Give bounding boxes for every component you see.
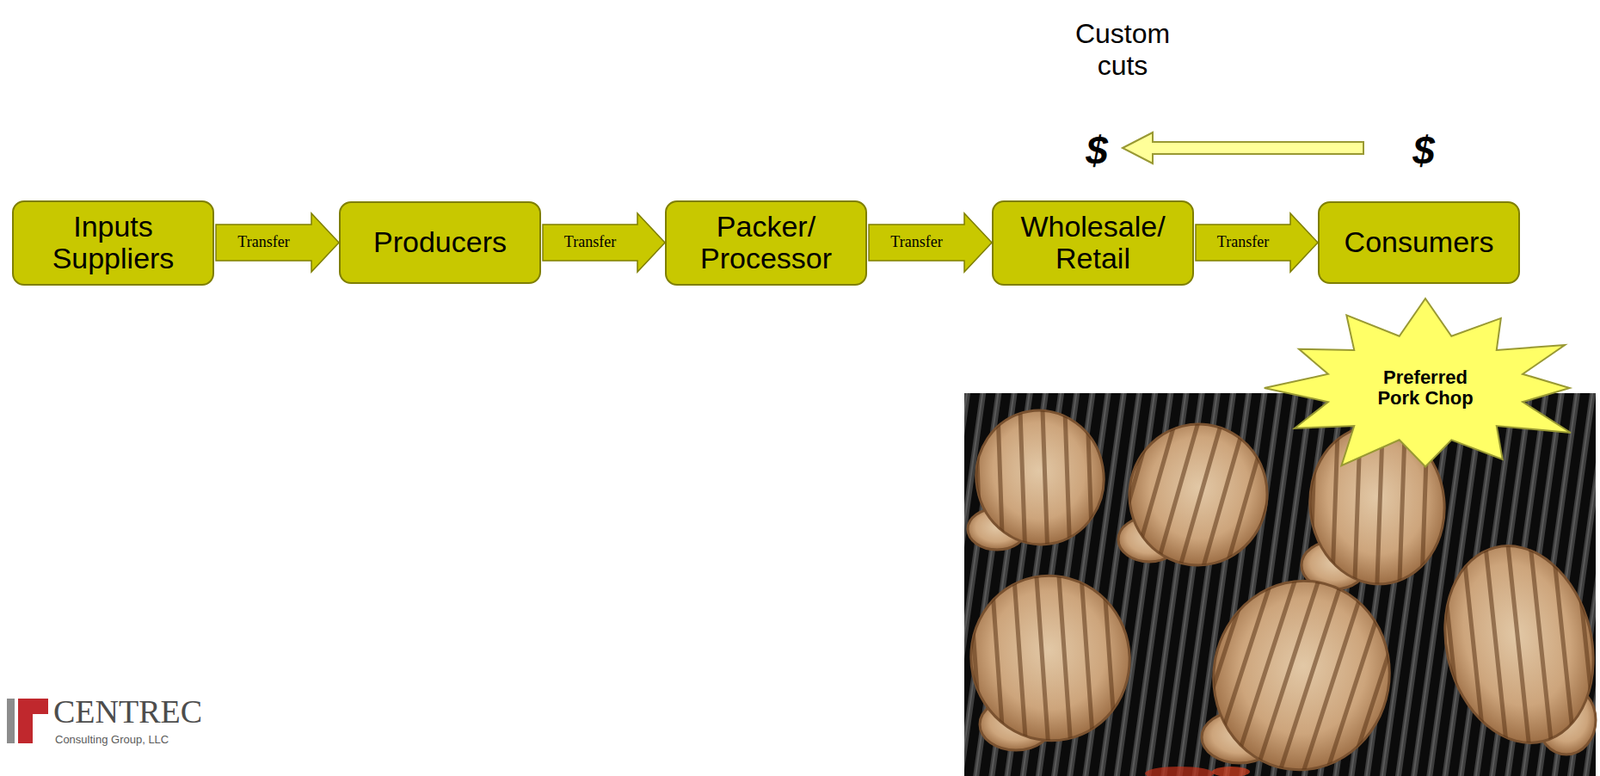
logo-text: CENTREC	[53, 693, 203, 732]
ember-glow	[1212, 766, 1250, 776]
logo-bar	[6, 698, 15, 744]
pork-chop	[1198, 566, 1404, 776]
callout-text: Preferred Pork Chop	[1373, 367, 1477, 409]
logo-icon	[6, 698, 49, 744]
node-text: Consumers	[1344, 226, 1495, 259]
money-arrow	[1122, 132, 1364, 164]
pork-chop	[966, 400, 1115, 554]
node-text: Wholesale/ Retail	[1007, 210, 1180, 276]
burst-shape	[1264, 298, 1571, 468]
process-box: Wholesale/ Retail	[991, 200, 1194, 286]
logo-subtitle: Consulting Group, LLC	[55, 733, 169, 747]
edge-label: Transfer	[1217, 233, 1269, 252]
annotation-label: Custom cuts	[1066, 18, 1179, 82]
process-box: Inputs Suppliers	[12, 200, 215, 286]
edge-label: Transfer	[237, 233, 290, 252]
block-arrow	[1195, 213, 1318, 272]
pork-chop	[955, 560, 1145, 756]
edge-label: Transfer	[890, 233, 942, 252]
process-box: Consumers	[1317, 201, 1520, 284]
pork-chop-photo	[955, 393, 1600, 776]
pork-chop	[1424, 529, 1600, 759]
block-arrow	[215, 213, 339, 272]
pork-chop	[1118, 415, 1277, 575]
node-text: Producers	[373, 226, 507, 259]
logo-mark	[18, 698, 49, 744]
callout-burst: Preferred Pork Chop	[1255, 295, 1596, 480]
node-text: Packer/ Processor	[680, 210, 853, 276]
block-arrow	[868, 213, 992, 272]
block-arrow	[542, 213, 665, 272]
currency-symbol: $	[1412, 128, 1435, 174]
node-text: Inputs Suppliers	[27, 210, 200, 276]
process-box: Producers	[338, 201, 542, 284]
edge-label: Transfer	[564, 233, 616, 252]
currency-symbol: $	[1085, 128, 1108, 174]
process-box: Packer/ Processor	[664, 200, 868, 286]
ember-glow	[1144, 766, 1214, 776]
